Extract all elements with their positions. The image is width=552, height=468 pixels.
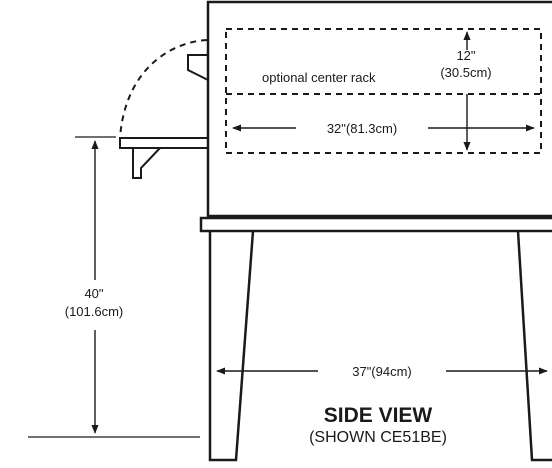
open-door-panel bbox=[119, 137, 209, 149]
floor-height-label-cm: (101.6cm) bbox=[65, 304, 124, 319]
rack-width-label: 32"(81.3cm) bbox=[327, 121, 397, 136]
door-support-bracket bbox=[132, 147, 161, 179]
view-title: SIDE VIEW bbox=[324, 404, 433, 427]
floor-height-label-in: 40" bbox=[84, 286, 103, 301]
door-swing-arc bbox=[119, 39, 208, 139]
stand-leg-left bbox=[208, 230, 255, 462]
view-subtitle: (SHOWN CE51BE) bbox=[309, 429, 447, 446]
rack-outline-outer bbox=[225, 28, 542, 154]
rack-label: optional center rack bbox=[262, 70, 376, 85]
oven-body bbox=[206, 0, 552, 218]
stand-leg-right bbox=[516, 230, 552, 462]
door-hinge-bracket bbox=[187, 54, 209, 81]
stand-top-plate bbox=[199, 216, 552, 233]
rack-height-label-cm: (30.5cm) bbox=[440, 65, 491, 80]
rack-height-label-in: 12" bbox=[456, 48, 475, 63]
stand-width-label: 37"(94cm) bbox=[352, 364, 412, 379]
